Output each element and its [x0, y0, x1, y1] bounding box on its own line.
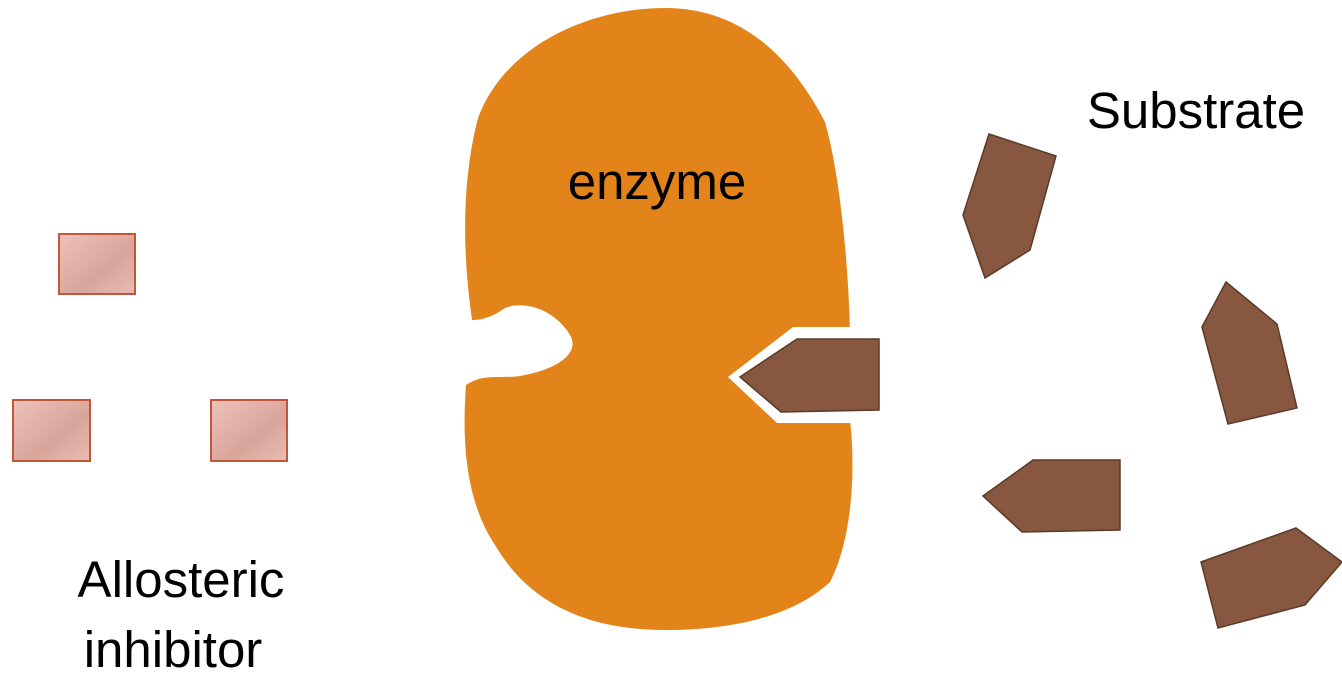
substrate-molecule — [963, 134, 1056, 278]
inhibitor-molecule — [59, 234, 135, 294]
inhibitor-label-line1: Allosteric — [78, 551, 285, 608]
substrate-label: Substrate — [1087, 82, 1305, 139]
inhibitor-molecule — [13, 400, 90, 461]
enzyme-label: enzyme — [568, 153, 747, 210]
substrate-molecule — [1201, 528, 1342, 628]
inhibitor-label-line2: inhibitor — [84, 621, 263, 675]
substrate-molecule — [983, 460, 1120, 532]
enzyme-shape — [465, 8, 853, 630]
substrate-molecule — [1202, 282, 1297, 424]
inhibitor-molecule — [211, 400, 287, 461]
